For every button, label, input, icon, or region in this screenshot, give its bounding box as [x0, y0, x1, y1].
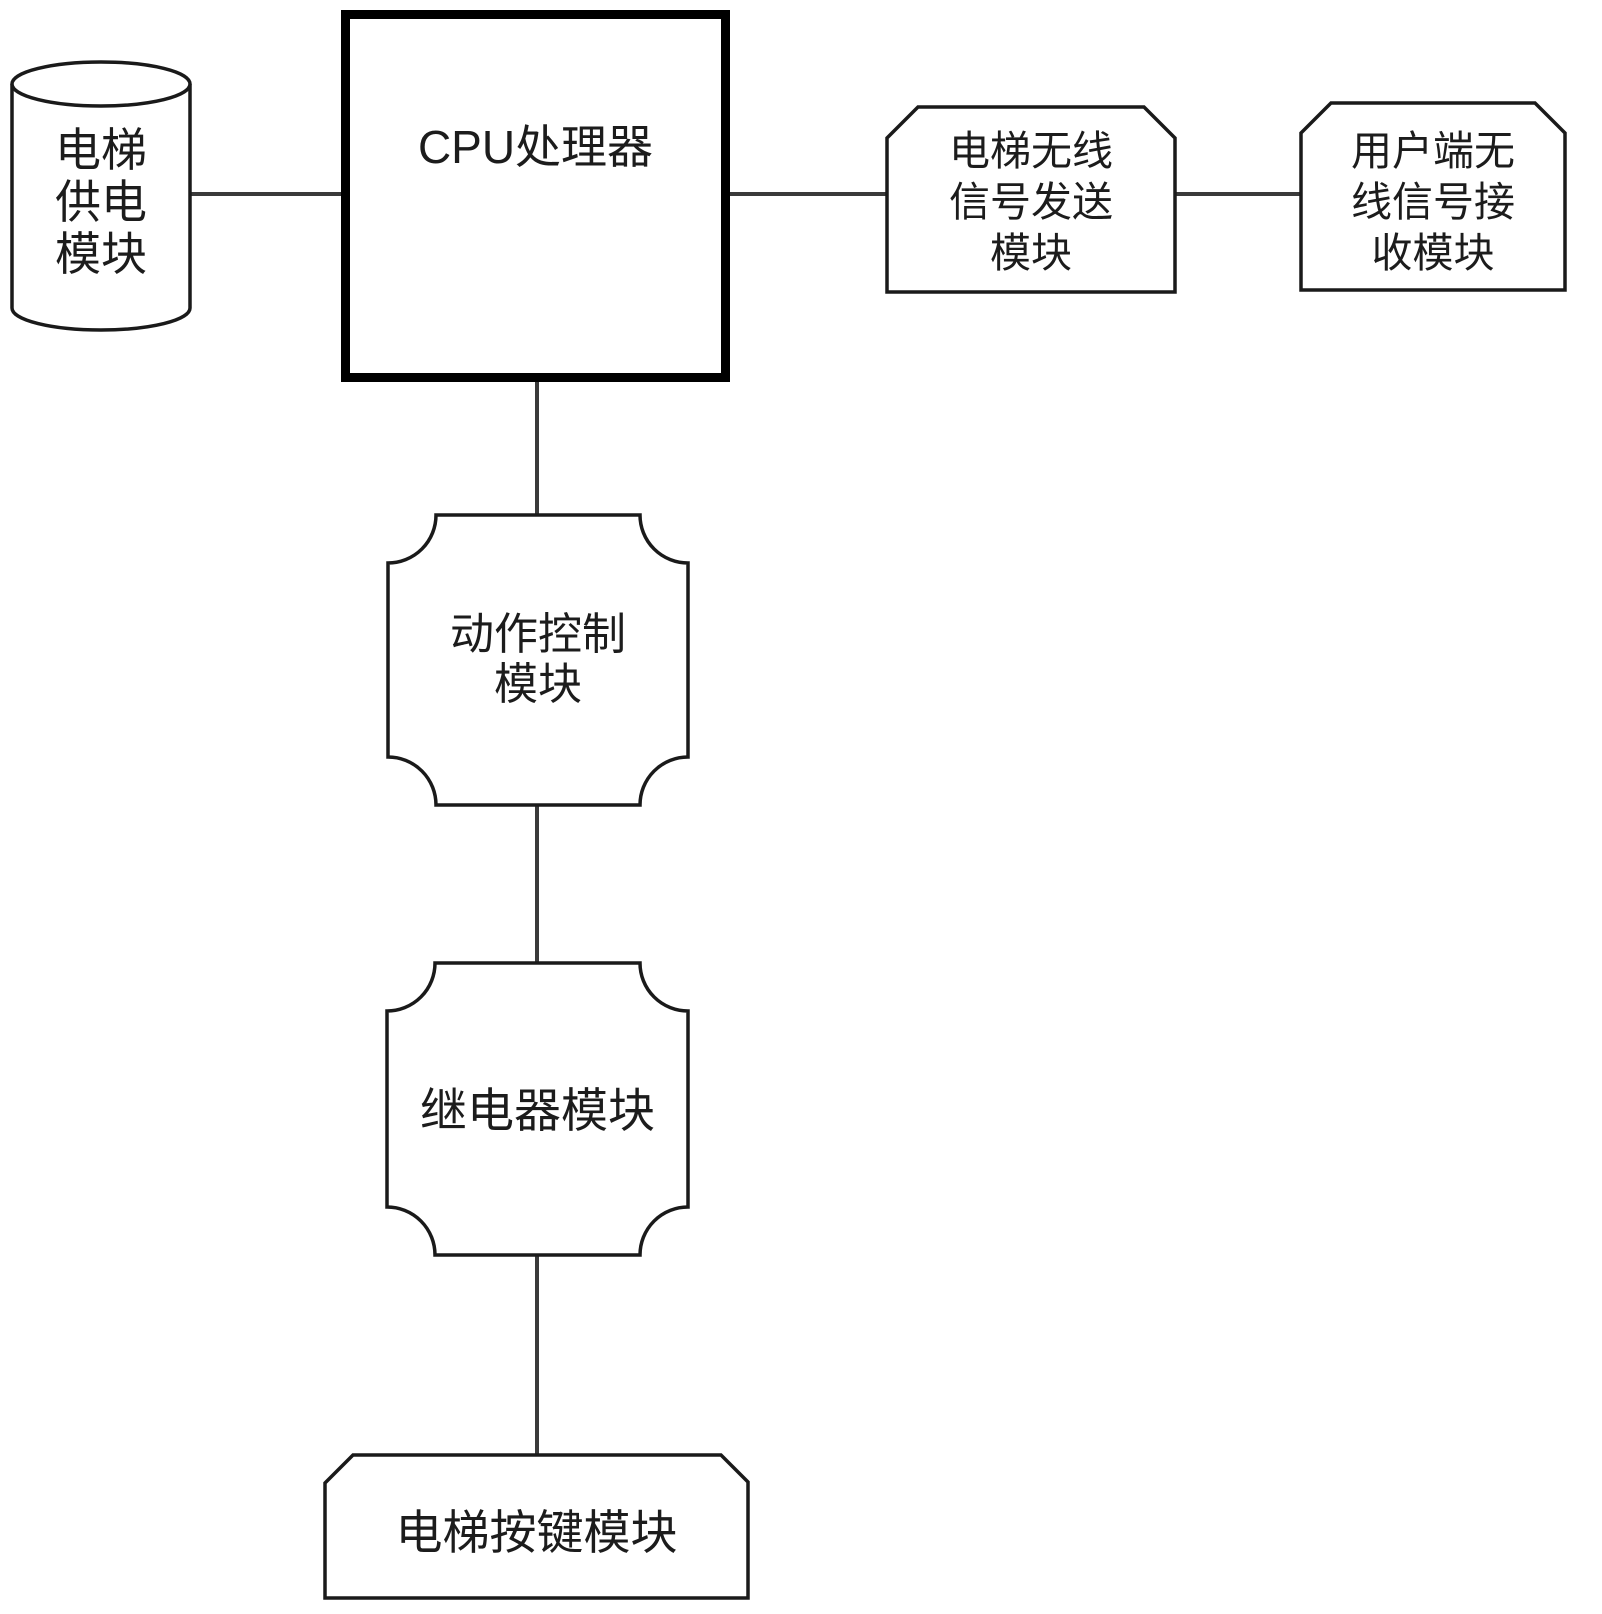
action-box-shape	[386, 513, 690, 807]
power-cylinder-shape	[10, 60, 192, 332]
action-node-label: 动作控制 模块	[450, 610, 626, 709]
power-cylinder-top	[10, 60, 192, 108]
power-node-label: 电梯 供电 模块	[55, 124, 147, 280]
buttons-box-shape	[323, 1453, 750, 1600]
relay-box-shape	[385, 961, 690, 1257]
relay-node-label: 继电器模块	[420, 1084, 655, 1137]
tx-node-label: 电梯无线 信号发送 模块	[949, 128, 1113, 276]
edges-group	[190, 192, 1301, 1455]
rx-box-shape	[1299, 101, 1567, 292]
buttons-node-label: 电梯按键模块	[395, 1506, 678, 1559]
power-cylinder-body	[10, 84, 192, 332]
cpu-node-label: CPU处理器	[417, 121, 654, 173]
tx-box-shape	[885, 105, 1177, 294]
cpu-box-shape	[341, 10, 730, 382]
rx-node-label: 用户端无 线信号接 收模块	[1351, 128, 1515, 276]
